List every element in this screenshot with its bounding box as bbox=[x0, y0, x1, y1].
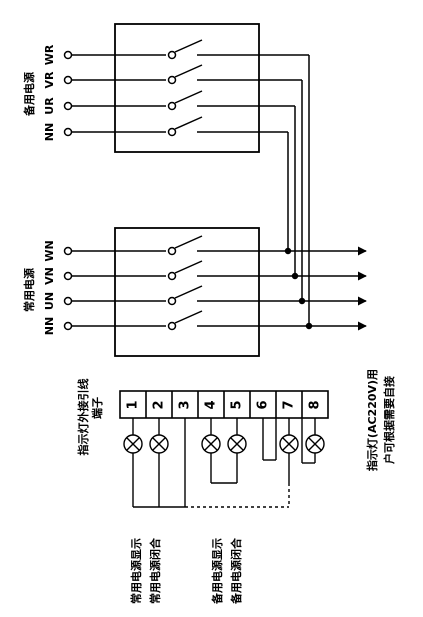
backup-terminal-ur: UR bbox=[43, 97, 56, 115]
main-switch-box bbox=[114, 227, 260, 357]
backup-phase-nn bbox=[63, 116, 289, 251]
lamp-icon bbox=[305, 434, 325, 454]
backup-phase-wr bbox=[63, 39, 310, 326]
backup-terminal-wr: WR bbox=[43, 44, 56, 65]
indicator-note-line1: 指示灯(AC220V)用 bbox=[365, 369, 379, 471]
main-terminal-wn: WN bbox=[43, 240, 56, 261]
backup-switch-box bbox=[114, 23, 260, 153]
main-terminal-nn: NN bbox=[43, 317, 56, 335]
junction-dot bbox=[305, 322, 313, 330]
legend-main-closed: 常用电源闭合 bbox=[148, 537, 162, 604]
legend-main-on: 常用电源显示 bbox=[129, 538, 143, 604]
indicator-wiring bbox=[132, 418, 316, 508]
main-source-title: 常用电源 bbox=[22, 268, 36, 312]
backup-terminal-vr: VR bbox=[43, 71, 56, 89]
terminal-6: 6 bbox=[256, 400, 271, 409]
legend-backup-on: 备用电源显示 bbox=[210, 538, 224, 605]
lamp-icon bbox=[201, 434, 221, 454]
terminal-8: 8 bbox=[308, 400, 323, 409]
terminal-2: 2 bbox=[152, 400, 167, 409]
main-terminal-vn: VN bbox=[43, 267, 56, 285]
lamp-icon bbox=[279, 434, 299, 454]
backup-terminal-nn: NN bbox=[43, 123, 56, 141]
terminal-3: 3 bbox=[178, 400, 193, 409]
terminal-1: 1 bbox=[126, 400, 141, 409]
main-phase-un bbox=[63, 285, 367, 306]
backup-source-title: 备用电源 bbox=[22, 72, 36, 117]
main-phase-vn bbox=[63, 260, 367, 281]
main-power-section bbox=[63, 227, 367, 357]
lamp-icon bbox=[227, 434, 247, 454]
terminal-4: 4 bbox=[204, 400, 219, 409]
lamp-icon bbox=[123, 434, 143, 454]
legend-backup-closed: 备用电源闭合 bbox=[229, 537, 243, 605]
backup-power-section bbox=[63, 23, 310, 326]
main-phase-nn bbox=[63, 310, 367, 331]
indicator-note-line2: 户可根据需要自接 bbox=[382, 376, 396, 464]
indicator-block-title-line2: 端子 bbox=[90, 397, 104, 419]
junction-dot bbox=[298, 297, 306, 305]
terminal-7: 7 bbox=[282, 400, 297, 409]
junction-dot bbox=[291, 272, 299, 280]
main-phase-wn bbox=[63, 235, 367, 256]
main-terminal-un: UN bbox=[43, 292, 56, 310]
junction-dot bbox=[284, 247, 292, 255]
indicator-block-title-line1: 指示灯外接引线 bbox=[76, 379, 90, 456]
lamp-icon bbox=[149, 434, 169, 454]
backup-phase-vr bbox=[63, 64, 303, 301]
backup-phase-ur bbox=[63, 90, 296, 276]
terminal-5: 5 bbox=[230, 400, 245, 409]
indicator-terminal-block bbox=[119, 390, 329, 419]
indicator-lamp-icons bbox=[123, 434, 325, 454]
